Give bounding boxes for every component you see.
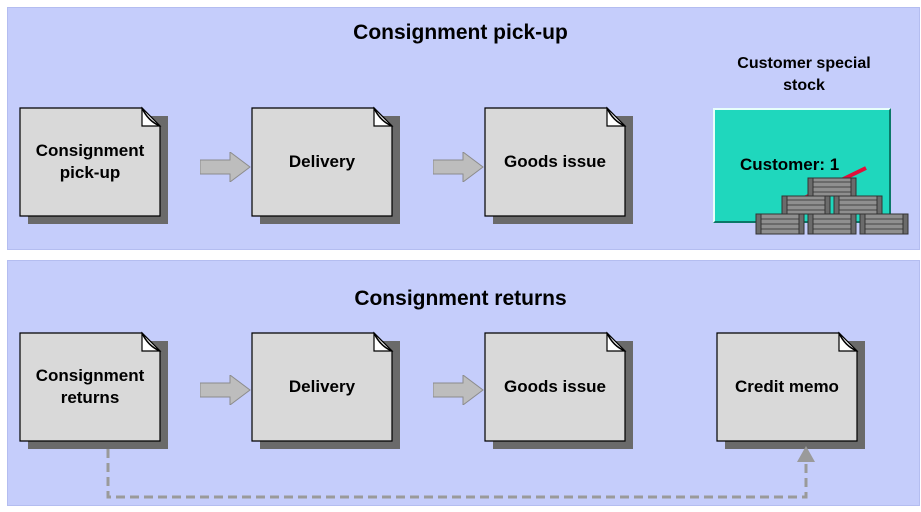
document-icon [484,331,633,449]
doc-label: Consignment returns [35,366,145,407]
arrow-right-icon [433,152,484,182]
stock-customer-label: Customer: 1 [740,155,840,174]
panel-title-pickup: Consignment pick-up [353,21,568,44]
document-consignment-pickup: Consignment pick-up [19,106,172,224]
document-icon [484,106,633,224]
document-icon [19,106,168,224]
document-credit-memo: Credit memo [716,331,869,449]
doc-label: Delivery [288,377,356,396]
arrow-up-icon [797,446,815,462]
document-delivery-returns: Delivery [251,331,404,449]
doc-label: Credit memo [735,377,839,396]
arrow-right-icon [433,375,484,405]
stock-caption: Customer special stock [737,55,871,94]
document-icon [251,106,400,224]
doc-label: Consignment pick-up [35,141,145,182]
doc-label: Goods issue [503,377,607,396]
arrow-right-icon [200,375,251,405]
crates-icon [755,166,909,235]
document-goods-issue-returns: Goods issue [484,331,637,449]
doc-label: Goods issue [503,152,607,171]
document-goods-issue-pickup: Goods issue [484,106,637,224]
panel-title-returns: Consignment returns [354,287,567,310]
document-icon [251,331,400,449]
document-consignment-returns: Consignment returns [19,331,172,449]
document-delivery-pickup: Delivery [251,106,404,224]
doc-label: Delivery [288,152,356,171]
document-icon [716,331,865,449]
arrow-right-icon [200,152,251,182]
document-icon [19,331,168,449]
